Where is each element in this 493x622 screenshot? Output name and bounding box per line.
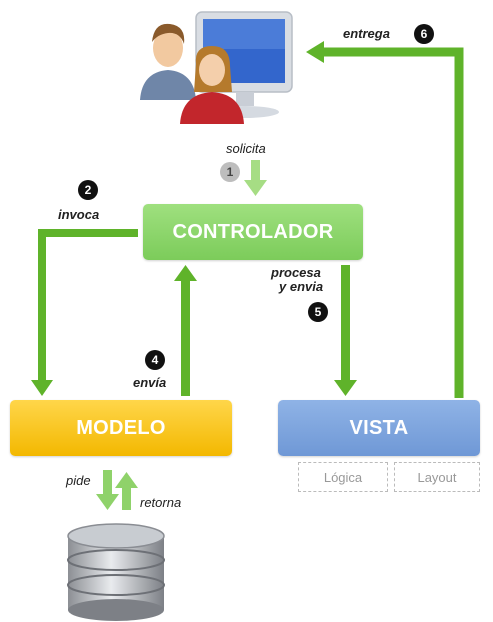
arrow-procesa [334,265,357,396]
step-badge-2: 2 [78,180,98,200]
arrow-retorna [115,472,138,510]
controlador-box: CONTROLADOR [143,204,363,260]
vista-logica-part: Lógica [298,462,388,492]
step-badge-6: 6 [414,24,434,44]
label-solicita: solicita [226,141,266,156]
vista-box: VISTA [278,400,480,456]
step-badge-5: 5 [308,302,328,322]
label-entrega: entrega [343,26,390,41]
label-pide: pide [66,473,91,488]
label-envia: envía [133,375,167,390]
label-retorna: retorna [140,495,182,510]
label-y-envia: y envia [279,279,324,294]
arrow-solicita [244,160,267,196]
vista-layout-part: Layout [394,462,480,492]
label-procesa: procesa [271,265,321,280]
arrow-pide [96,470,119,510]
arrow-entrega [306,41,464,398]
arrow-envia [174,265,197,396]
modelo-box: MODELO [10,400,232,456]
arrow-invoca [31,229,138,396]
label-invoca: invoca [58,207,100,222]
step-badge-1: 1 [220,162,240,182]
step-badge-4: 4 [145,350,165,370]
